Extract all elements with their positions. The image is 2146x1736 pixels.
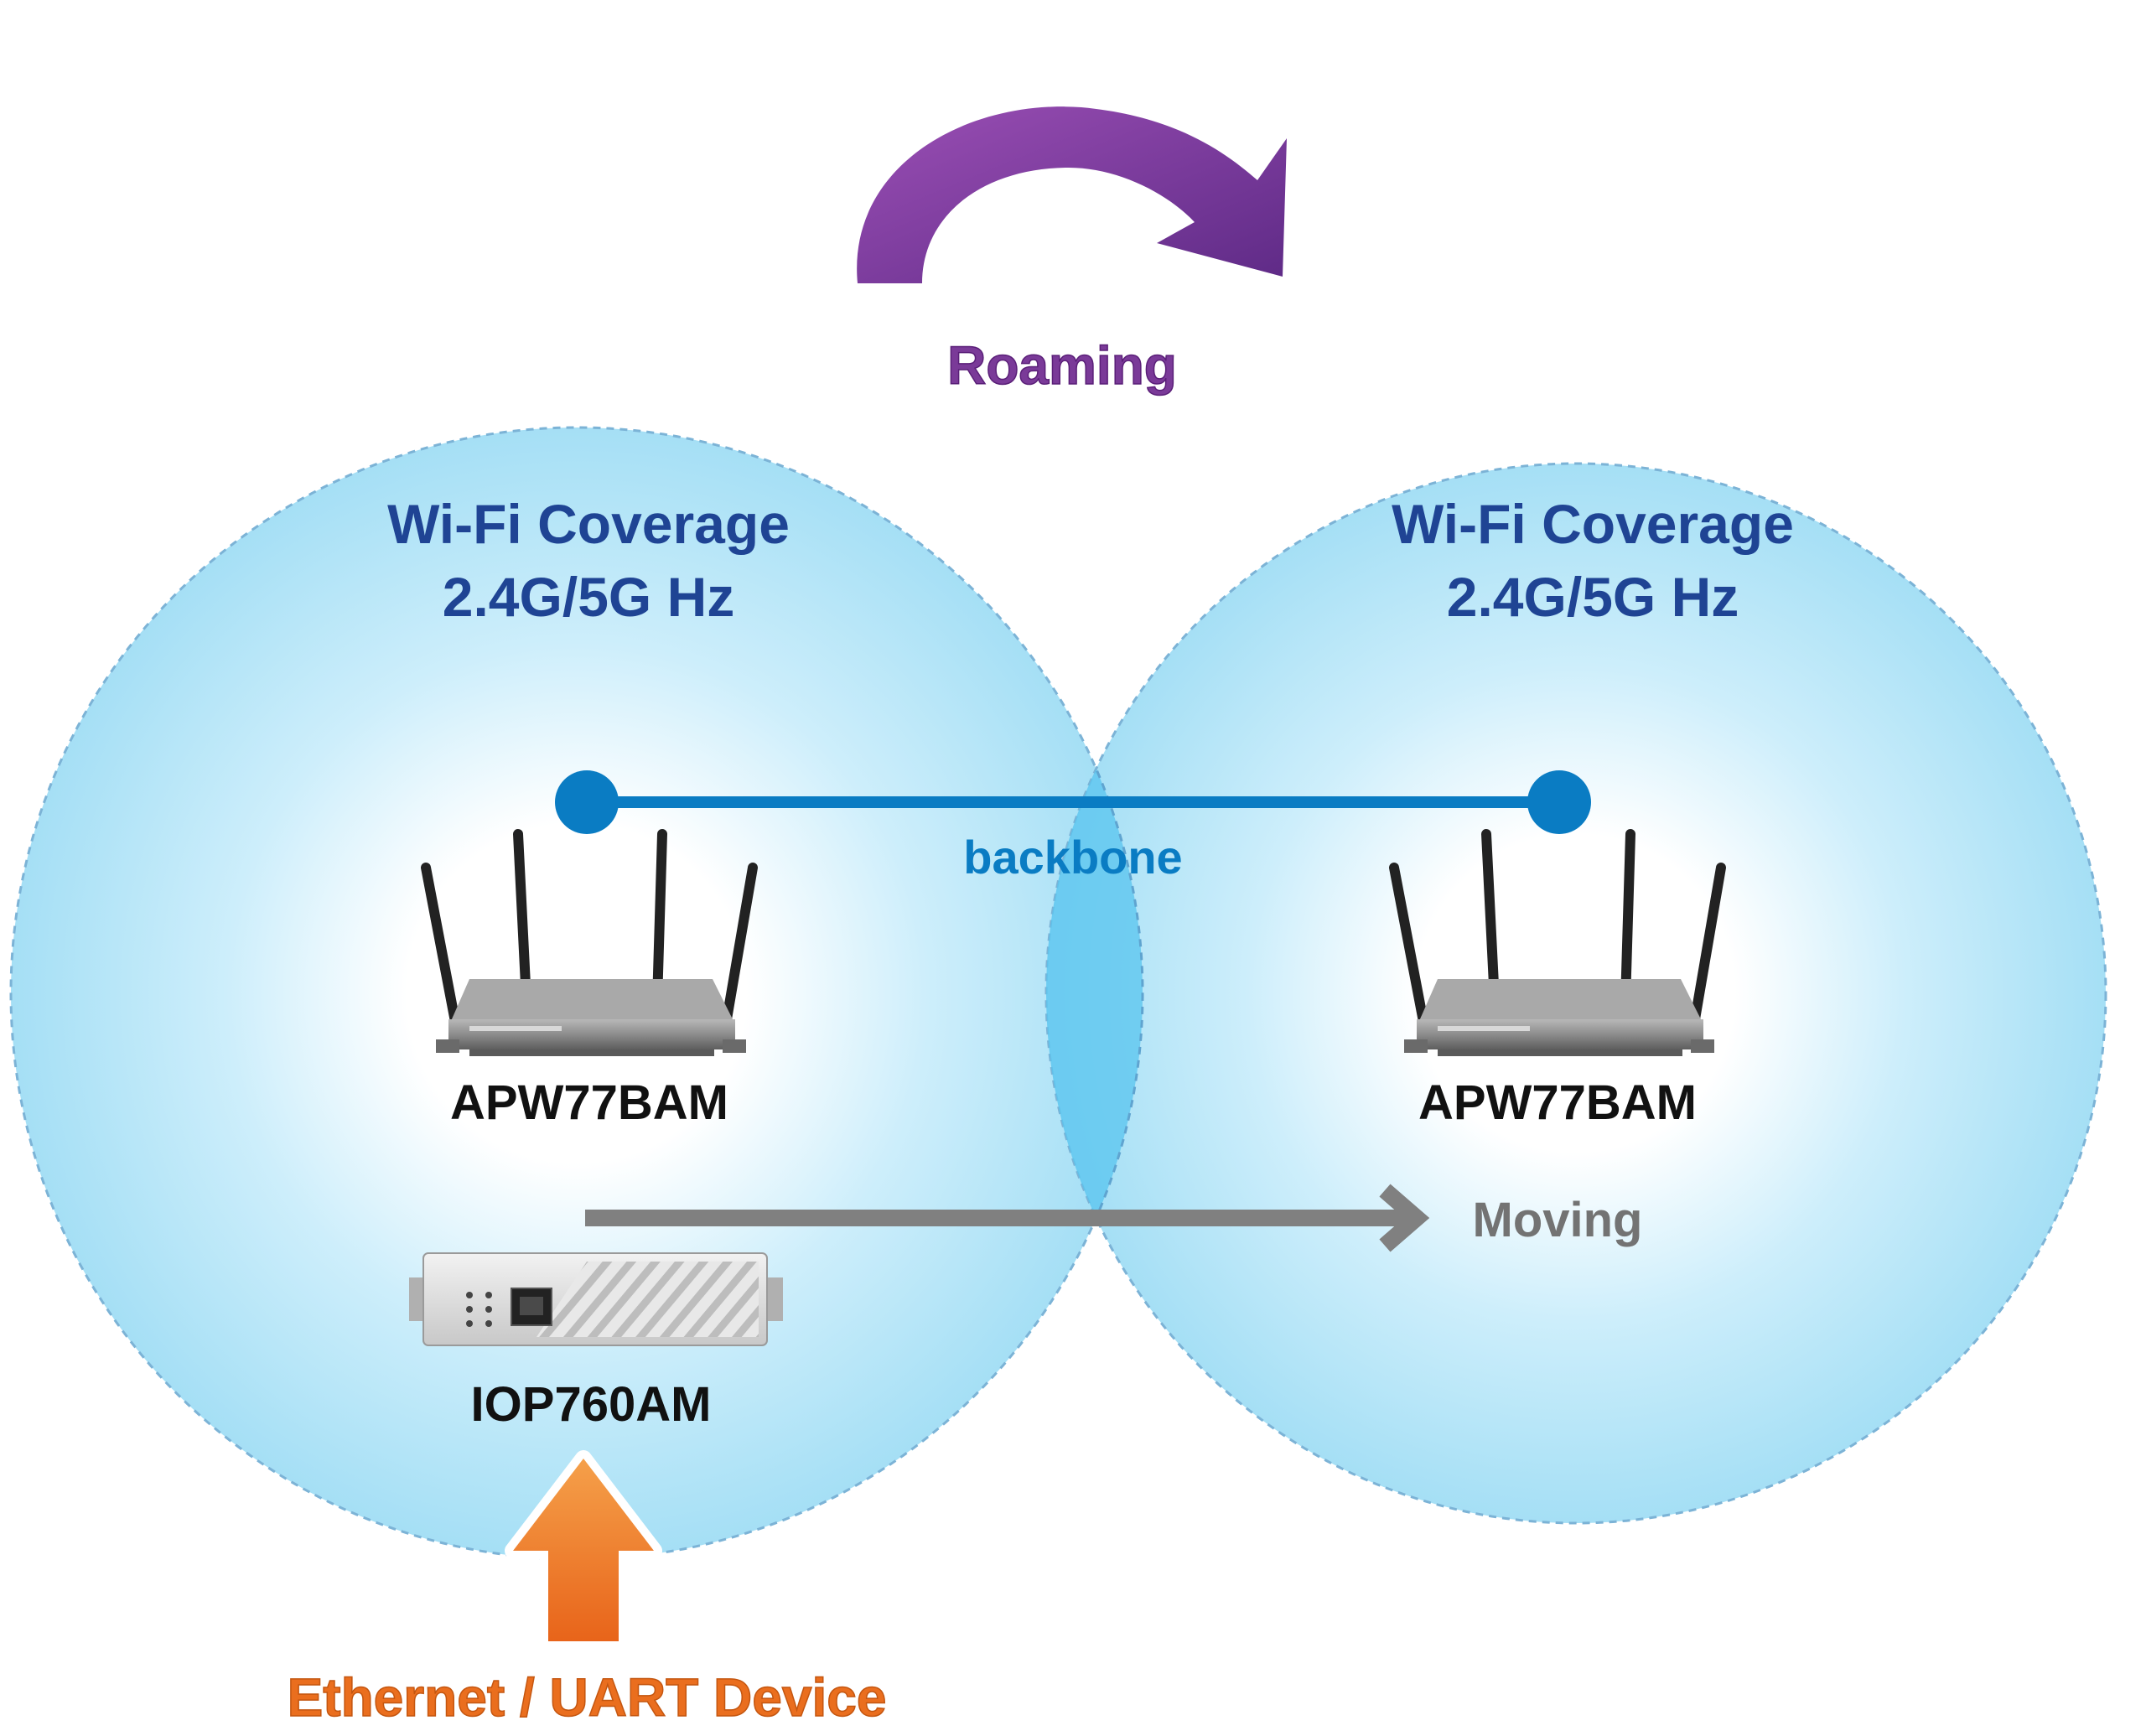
client-device-label: IOP760AM — [471, 1377, 712, 1432]
access-point-right-icon — [1389, 829, 1726, 1056]
backbone-label: backbone — [963, 831, 1182, 884]
moving-arrow-icon — [585, 1184, 1430, 1252]
coverage-band-right: 2.4G/5G Hz — [1447, 566, 1739, 628]
moving-label: Moving — [1473, 1193, 1643, 1247]
roaming-label: Roaming — [947, 335, 1177, 396]
client-device-icon — [409, 1252, 783, 1346]
source-arrow-icon — [505, 1450, 662, 1650]
source-device-label: Ethernet / UART Device — [288, 1667, 887, 1728]
backbone-node-right — [1527, 770, 1591, 834]
coverage-band-left: 2.4G/5G Hz — [443, 566, 734, 628]
coverage-title-left: Wi-Fi Coverage — [387, 493, 790, 555]
coverage-title-right: Wi-Fi Coverage — [1392, 493, 1794, 555]
access-point-right-label: APW77BAM — [1418, 1075, 1697, 1130]
access-point-left-label: APW77BAM — [450, 1075, 728, 1130]
roaming-arrow-icon — [846, 96, 1298, 294]
backbone-link — [555, 770, 1591, 834]
access-point-left-icon — [421, 829, 758, 1056]
backbone-node-left — [555, 770, 619, 834]
